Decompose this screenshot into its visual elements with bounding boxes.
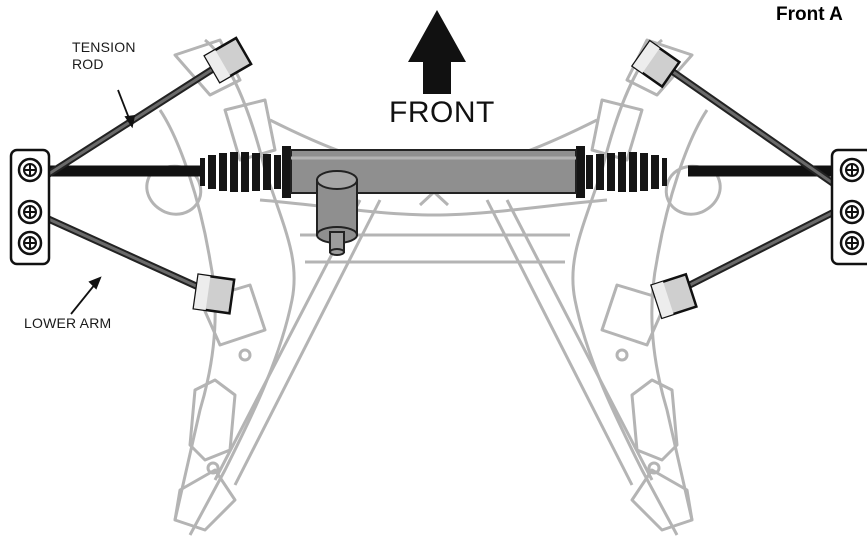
bolt-icon <box>17 230 43 256</box>
bolt-icon <box>839 230 865 256</box>
tension-rod-label-line1: TENSION <box>72 39 136 55</box>
bushing-icon <box>192 273 236 315</box>
bolt-icon <box>17 157 43 183</box>
bushing-icon <box>203 36 253 84</box>
bushing-icon <box>650 272 698 320</box>
tension-rod-label: TENSION ROD <box>72 39 136 73</box>
bolt-icon <box>839 199 865 225</box>
front-direction-label: FRONT <box>389 96 495 129</box>
bolt-icon <box>839 157 865 183</box>
front-direction-arrow-icon <box>408 10 466 94</box>
lower-arm-label: LOWER ARM <box>24 315 112 331</box>
callout-leaders <box>70 89 136 315</box>
steering-rack <box>290 149 577 256</box>
bolt-icon <box>17 157 865 256</box>
tension-rod-label-line2: ROD <box>72 56 104 72</box>
bushing-icon <box>630 39 682 89</box>
cv-boot-icon <box>200 146 291 198</box>
cv-boot-icon <box>576 146 667 198</box>
bolt-icon <box>17 199 43 225</box>
diagram-title: Front A <box>776 4 843 25</box>
